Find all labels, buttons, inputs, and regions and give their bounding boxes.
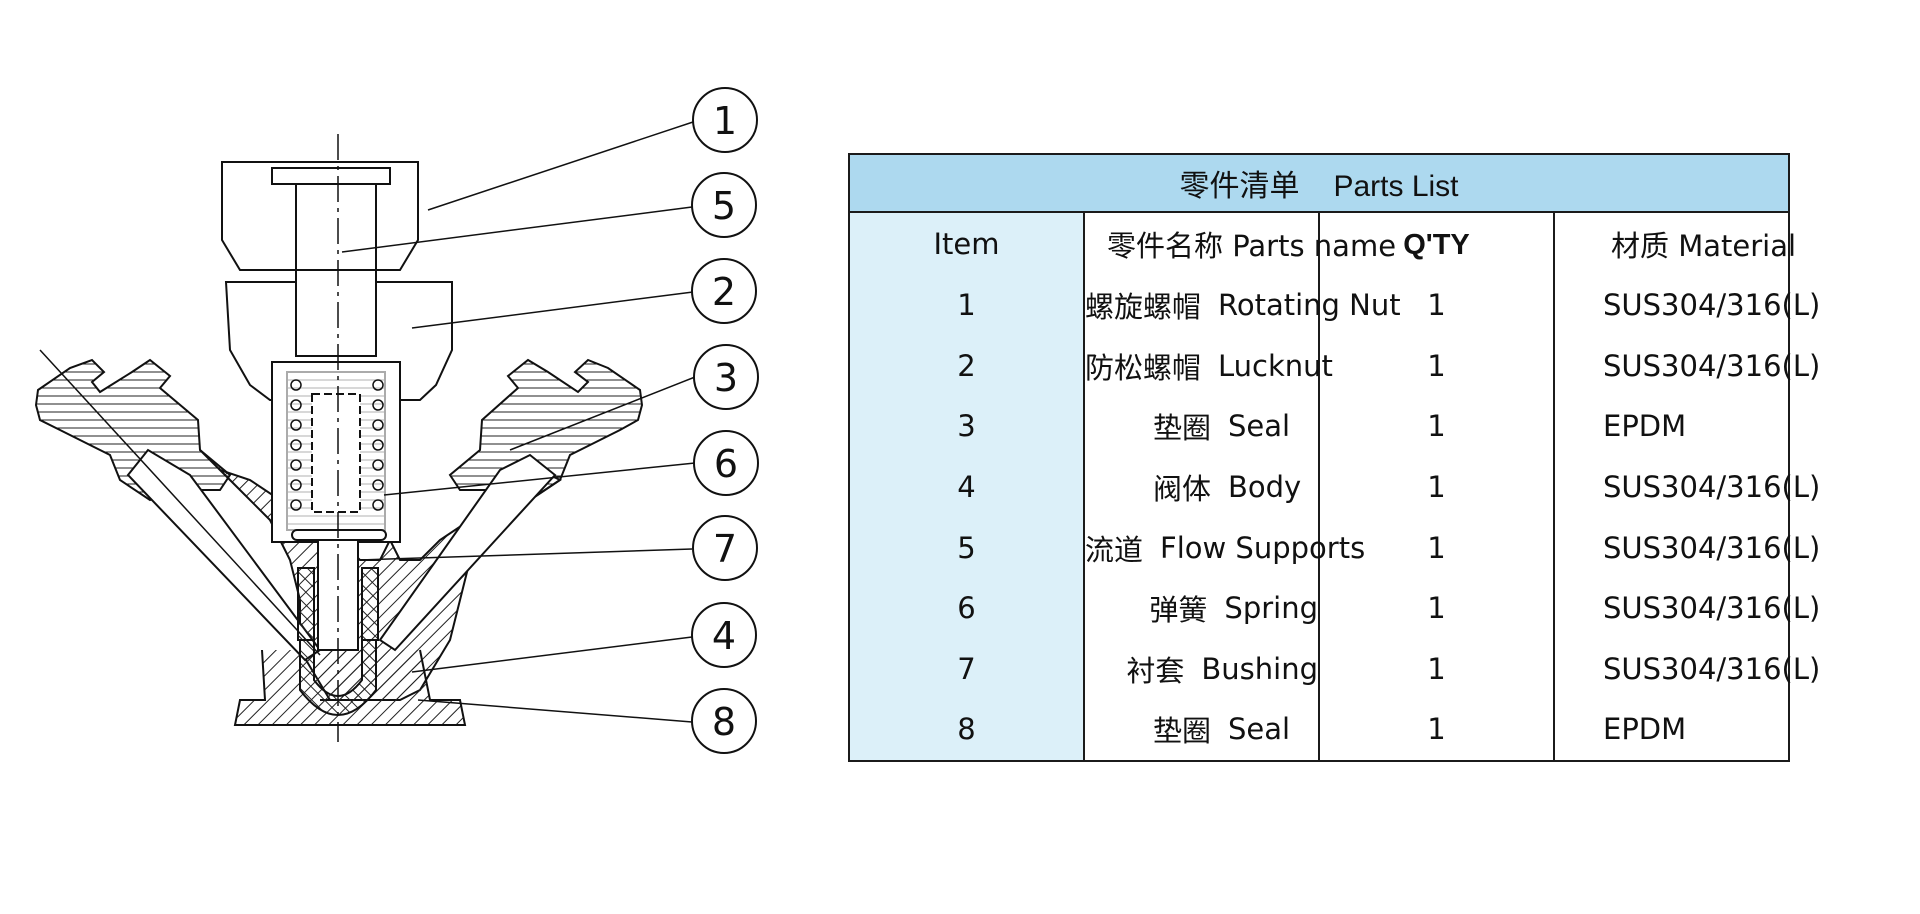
row-qty: 1 [1319,638,1555,700]
row-item: 7 [848,638,1085,700]
title-en: Parts List [1333,170,1459,203]
svg-text:5: 5 [712,184,736,228]
header-qty: Q'TY [1319,212,1555,275]
leader-lines [341,121,696,723]
row-qty: 1 [1319,335,1555,397]
bushing [297,567,315,641]
row-qty: 1 [1319,577,1555,639]
callout-8: 8 [691,688,757,754]
spring-coils [290,379,384,511]
parts-list-title-row: 零件清单 Parts List [848,153,1790,213]
row-item: 8 [848,699,1085,762]
svg-text:7: 7 [713,527,737,571]
row-qty: 1 [1319,396,1555,457]
row-material: SUS304/316(L) [1554,275,1820,336]
row-item: 1 [848,275,1085,336]
callout-4: 4 [691,602,757,668]
row-item: 4 [848,456,1085,518]
row-item: 3 [848,396,1085,457]
callout-6: 6 [693,430,759,496]
row-qty: 1 [1319,517,1555,578]
row-qty: 1 [1319,456,1555,518]
callout-5: 5 [691,172,757,238]
parts-list-table: 零件清单 Parts List Item 零件名称 Parts name Q'TY… [848,153,1820,762]
row-material: SUS304/316(L) [1554,638,1820,700]
right-flow-channel [378,453,557,652]
valve-body-drawing [34,134,644,742]
row-qty: 1 [1319,275,1555,336]
callout-1: 1 [692,87,758,153]
callout-2: 2 [691,258,757,324]
bottom-seal [299,639,377,716]
callout-3: 3 [693,344,759,410]
row-qty: 1 [1319,699,1555,762]
row-material: EPDM [1554,396,1790,457]
row-material: SUS304/316(L) [1554,456,1820,518]
svg-text:8: 8 [712,700,736,744]
row-item: 6 [848,577,1085,639]
title-cn: 零件清单 [1179,169,1300,204]
row-material: SUS304/316(L) [1554,577,1820,639]
header-material: 材质 Material [1554,212,1796,275]
svg-text:6: 6 [714,442,738,486]
right-seal-wing [448,358,644,502]
left-flow-channel [126,448,322,662]
callouts: 1 5 2 3 6 7 4 8 [691,87,759,754]
row-item: 2 [848,335,1085,397]
svg-text:3: 3 [714,356,738,400]
svg-text:4: 4 [712,614,736,658]
header-item: Item [848,212,1085,275]
body-lower-flange [233,649,467,726]
callout-7: 7 [692,515,758,581]
header-name: 零件名称 Parts name [1084,212,1396,275]
column-header-row: Item 零件名称 Parts name Q'TY 材质 Material [848,212,1796,275]
svg-text:1: 1 [713,99,737,143]
row-material: SUS304/316(L) [1554,517,1820,578]
valve-cross-section-diagram: 1 5 2 3 6 7 4 8 [0,0,800,914]
row-material: SUS304/316(L) [1554,335,1820,397]
row-material: EPDM [1554,699,1790,762]
svg-text:2: 2 [712,270,736,314]
left-seal-wing [34,358,232,502]
row-item: 5 [848,517,1085,578]
parts-list-title: 零件清单 Parts List [848,153,1790,213]
